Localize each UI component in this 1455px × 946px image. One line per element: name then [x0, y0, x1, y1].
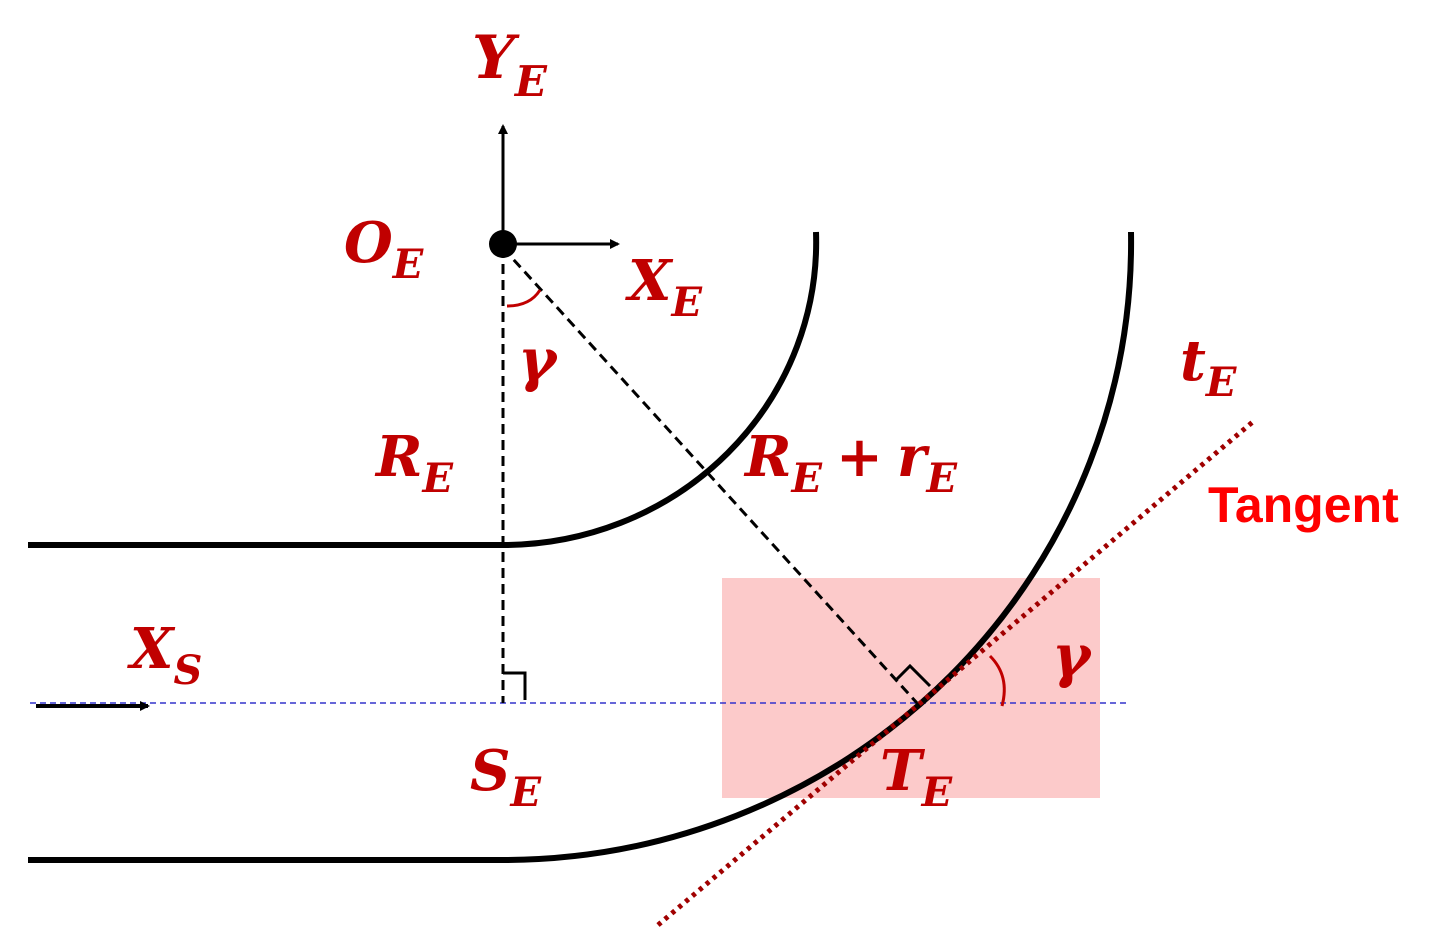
label-angle-top: γ: [518, 326, 559, 394]
tangent-line: [656, 418, 1257, 927]
highlight-region: [722, 578, 1100, 798]
label-se: SE: [470, 738, 541, 816]
radius-dashed-diagonal: [501, 246, 919, 705]
label-radius-outer: RE+rE: [743, 424, 957, 502]
label-radius-inner: RE: [374, 424, 454, 502]
label-angle-right: γ: [1052, 622, 1093, 690]
angle-arc-top: [506, 289, 542, 308]
origin-point: [489, 230, 517, 258]
angle-arc-right: [988, 654, 1006, 707]
right-angle-mark-se: [503, 671, 527, 700]
inner-track-boundary: [28, 231, 820, 548]
right-angle-mark-te: [894, 663, 932, 688]
label-y-axis: YE: [472, 23, 548, 106]
label-origin: OE: [344, 210, 424, 288]
label-x-axis: XE: [625, 248, 702, 326]
outer-track-boundary: [28, 231, 1135, 863]
label-xs: XS: [127, 616, 202, 694]
label-tangent: Tangent: [1208, 477, 1399, 533]
label-t-e: tE: [1180, 328, 1237, 406]
label-te: TE: [880, 738, 953, 816]
